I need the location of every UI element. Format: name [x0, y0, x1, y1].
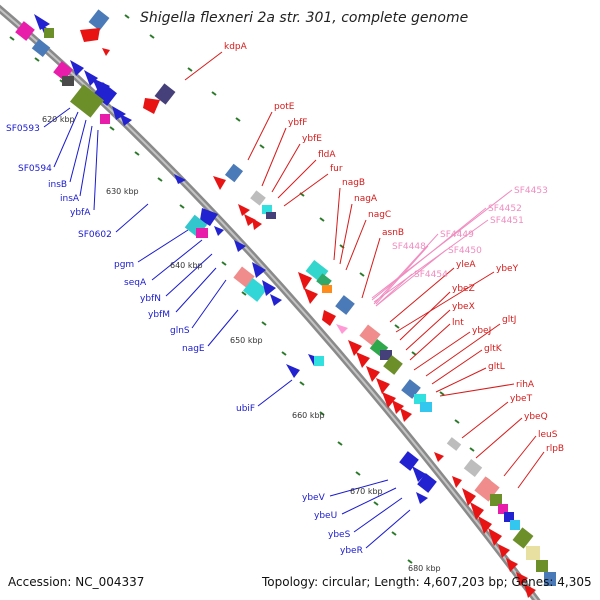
gene-label[interactable]: SF4453: [514, 186, 548, 196]
gene-label[interactable]: rihA: [516, 380, 535, 390]
reverse-gene-labels: SF0593 SF0594 insB insA ybfA SF0602 pgm …: [6, 124, 363, 556]
gene-label[interactable]: gltL: [488, 362, 505, 372]
gene-label[interactable]: nagC: [368, 210, 391, 220]
tick-label: 640 kbp: [170, 261, 203, 270]
gene-label[interactable]: gltJ: [502, 315, 516, 325]
gene-label[interactable]: ybeR: [340, 546, 363, 556]
forward-strand-genes: [80, 9, 556, 598]
gene-label[interactable]: ybfA: [70, 208, 91, 218]
gene-label[interactable]: pgm: [114, 260, 134, 270]
tick-label: 680 kbp: [408, 564, 441, 573]
gene-label[interactable]: kdpA: [224, 42, 248, 52]
gene-label[interactable]: ybfN: [140, 294, 161, 304]
gene-label[interactable]: nagE: [182, 344, 205, 354]
gene-label[interactable]: fldA: [318, 150, 336, 160]
gene-label[interactable]: ybeS: [328, 530, 351, 540]
tick-label: 620 kbp: [42, 115, 75, 124]
gene-label[interactable]: nagA: [354, 194, 378, 204]
gene-label[interactable]: ybeX: [452, 302, 475, 312]
gene-label[interactable]: fur: [330, 164, 343, 174]
map-title: Shigella flexneri 2a str. 301, complete …: [140, 10, 468, 26]
gene-label[interactable]: ybeT: [510, 394, 533, 404]
gene-label[interactable]: SF0602: [78, 230, 112, 240]
accession-label: Accession: NC_004337: [8, 575, 144, 589]
gene-label[interactable]: SF4450: [448, 246, 482, 256]
gene-label[interactable]: ybeQ: [524, 412, 548, 422]
topology-label: Topology: circular; Length: 4,607,203 bp…: [261, 575, 592, 589]
gene-label[interactable]: seqA: [124, 278, 147, 288]
gene-label[interactable]: ybeU: [314, 511, 337, 521]
gene-label[interactable]: ybfF: [288, 118, 307, 128]
gene-label[interactable]: ubiF: [236, 404, 255, 414]
tick-label: 670 kbp: [350, 487, 383, 496]
gene-label[interactable]: nagB: [342, 178, 365, 188]
gene-label[interactable]: SF4448: [392, 242, 426, 252]
gene-label[interactable]: SF0594: [18, 164, 52, 174]
gene-label[interactable]: SF4451: [490, 216, 524, 226]
tick-label: 650 kbp: [230, 336, 263, 345]
gene-label[interactable]: ybfE: [302, 134, 322, 144]
gene-label[interactable]: yleA: [456, 260, 476, 270]
forward-gene-labels: kdpA potE ybfF ybfE fldA fur nagB nagA n…: [224, 42, 564, 454]
gene-label[interactable]: ybeZ: [452, 284, 475, 294]
faded-gene-labels: SF4453 SF4452 SF4451 SF4449 SF4448 SF445…: [392, 186, 548, 280]
gene-label[interactable]: rlpB: [546, 444, 564, 454]
gene-label[interactable]: glnS: [170, 326, 190, 336]
gene-label[interactable]: insB: [48, 180, 67, 190]
tick-label: 630 kbp: [106, 187, 139, 196]
gene-label[interactable]: lnt: [452, 318, 464, 328]
gene-label[interactable]: insA: [60, 194, 80, 204]
gene-label[interactable]: potE: [274, 102, 295, 112]
gene-label[interactable]: leuS: [538, 430, 558, 440]
genome-backbone-inner: [0, 7, 538, 600]
gene-label[interactable]: asnB: [382, 228, 404, 238]
forward-leader-lines: [184, 51, 545, 489]
gene-label[interactable]: ybeJ: [472, 326, 491, 336]
gene-label[interactable]: ybeV: [302, 493, 326, 503]
reverse-strand-genes: [15, 14, 437, 504]
gene-label[interactable]: SF0593: [6, 124, 40, 134]
gene-label[interactable]: SF4452: [488, 204, 522, 214]
gene-label[interactable]: ybeY: [496, 264, 519, 274]
tick-label: 660 kbp: [292, 411, 325, 420]
reverse-leader-lines: [43, 107, 411, 549]
gene-label[interactable]: SF4454: [414, 270, 448, 280]
gene-label[interactable]: SF4449: [440, 230, 474, 240]
gene-label[interactable]: gltK: [484, 344, 503, 354]
gene-label[interactable]: ybfM: [148, 310, 170, 320]
faded-leader-lines: [371, 189, 513, 307]
